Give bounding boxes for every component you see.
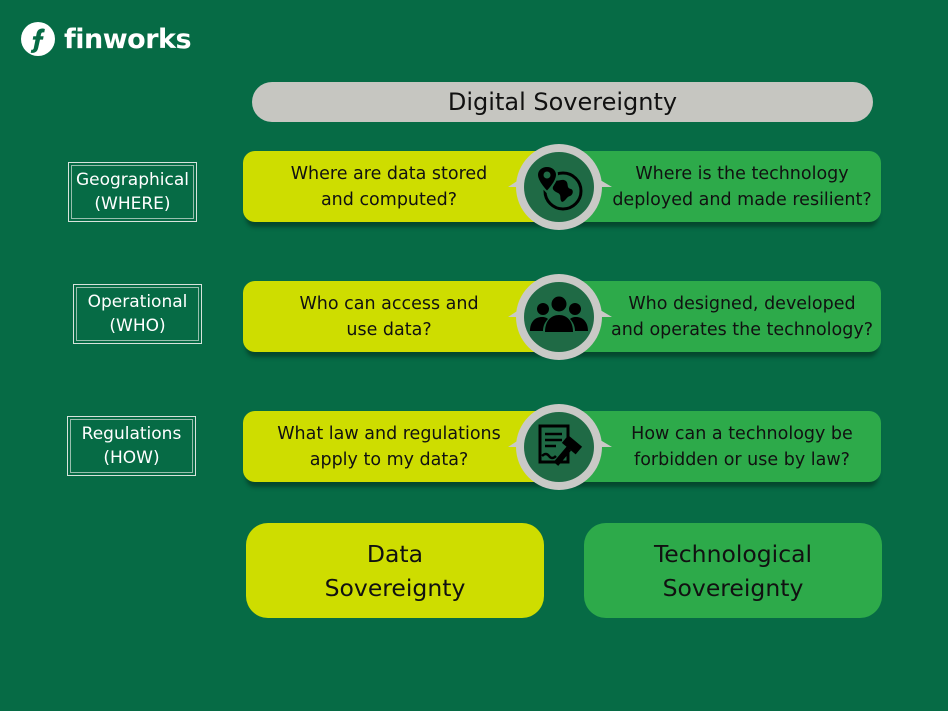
row-label-text: Regulations (HOW) — [81, 424, 182, 468]
finworks-logo-icon — [21, 22, 55, 56]
data-question: What law and regulations apply to my dat… — [277, 423, 501, 470]
row-label-text: Geographical (WHERE) — [75, 170, 189, 214]
row-label-regulations: Regulations (HOW) — [67, 416, 196, 476]
tech-question-bar — [561, 281, 881, 352]
row-regulations: What law and regulations apply to my dat… — [243, 404, 881, 490]
row-geographical: Where are data stored and computed? Wher… — [243, 144, 881, 230]
row-label-geographical: Geographical (WHERE) — [68, 162, 197, 222]
tech-question: Who designed, developed and operates the… — [610, 293, 874, 340]
location-globe-icon — [508, 144, 612, 230]
tech-question: Where is the technology deployed and mad… — [612, 163, 872, 210]
tech-question-bar — [561, 411, 881, 482]
row-label-text: Operational (WHO) — [87, 292, 188, 336]
data-question: Who can access and use data? — [299, 293, 479, 340]
law-document-gavel-icon — [508, 404, 612, 490]
data-question: Where are data stored and computed? — [290, 163, 488, 210]
row-label-operational: Operational (WHO) — [73, 284, 202, 344]
data-sovereignty-label: Data Sovereignty — [246, 523, 544, 618]
brand-name: finworks — [64, 23, 192, 55]
people-group-icon — [508, 274, 612, 360]
row-operational: Who can access and use data? Who designe… — [243, 274, 881, 360]
tech-question-bar — [561, 151, 881, 222]
tech-question: How can a technology be forbidden or use… — [631, 423, 853, 470]
diagram-title: Digital Sovereignty — [252, 82, 873, 122]
finworks-logo: finworks — [20, 21, 192, 57]
technological-sovereignty-label: Technological Sovereignty — [584, 523, 882, 618]
